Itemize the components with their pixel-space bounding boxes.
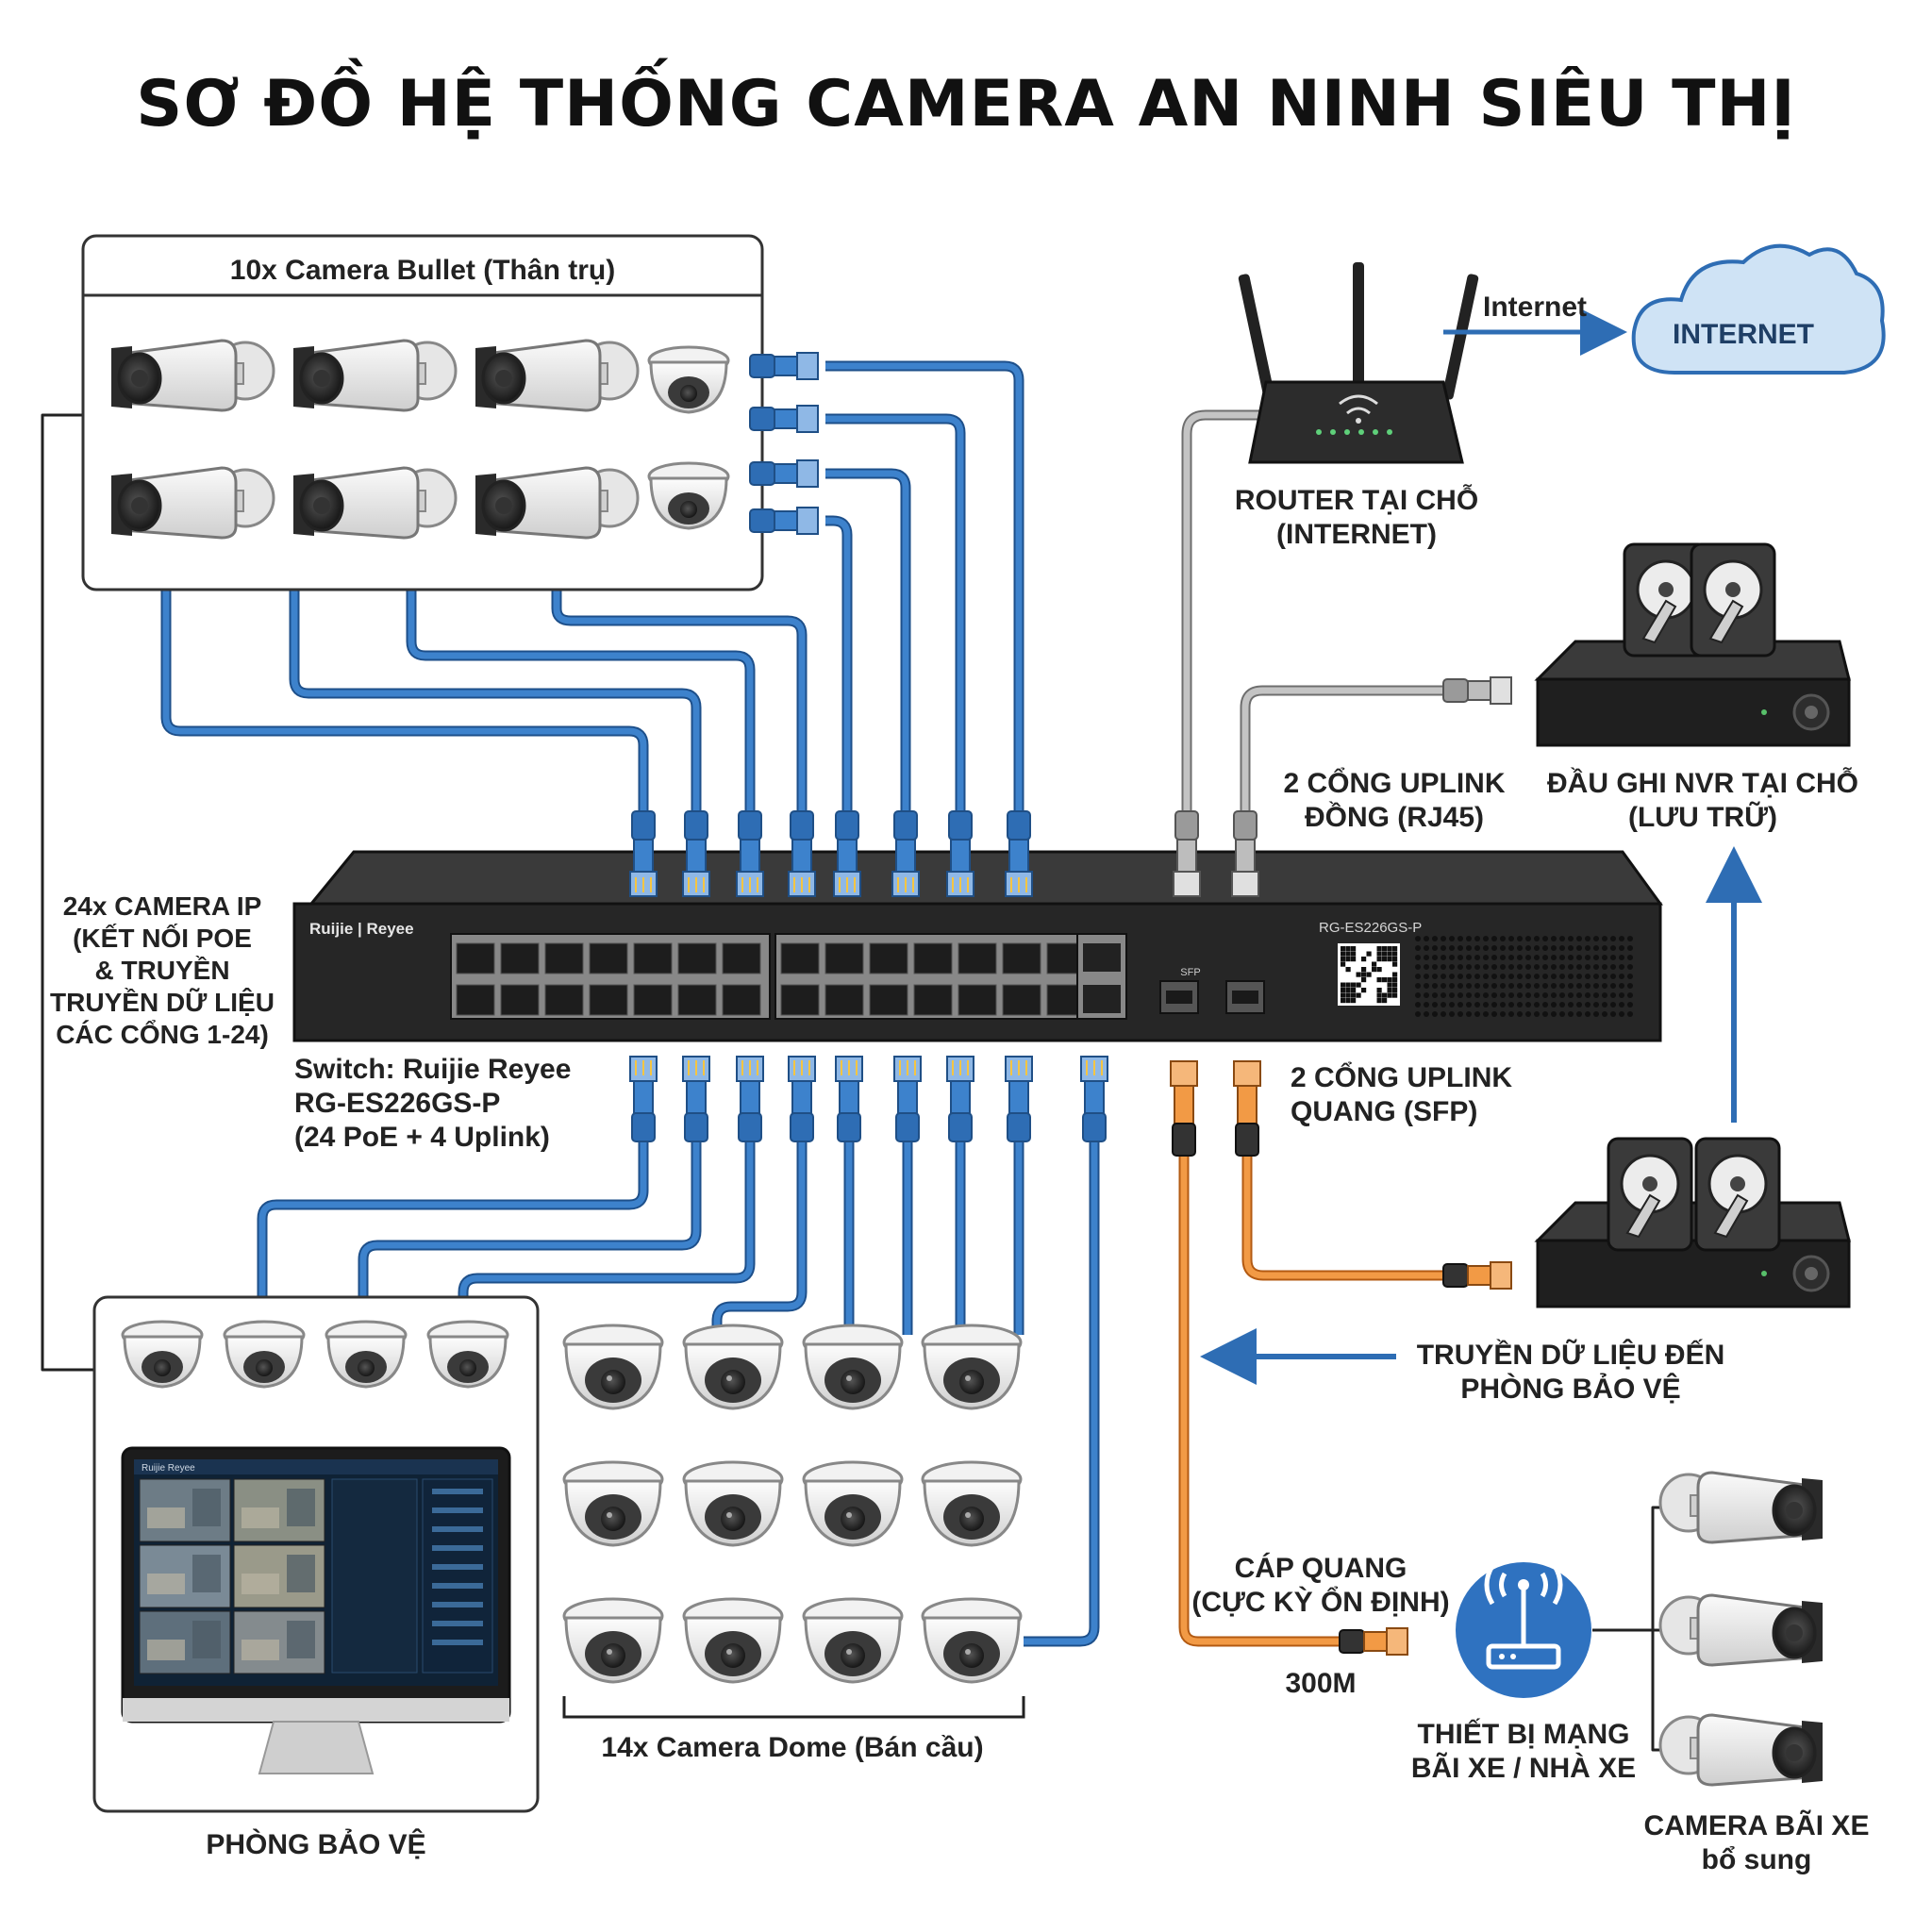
- rj45-connector-icon: [1170, 1060, 1261, 1157]
- dome-camera-icon: [562, 1324, 1023, 1684]
- router-label-line2: (INTERNET): [1276, 519, 1437, 550]
- copper-uplink-label-line1: 2 CỔNG UPLINK: [1283, 767, 1505, 799]
- to-security-label-line2: PHÒNG BẢO VỆ: [1460, 1373, 1680, 1405]
- parking-cameras-label-line2: bổ sung: [1702, 1844, 1812, 1875]
- router-label-line1: ROUTER TẠI CHỖ: [1235, 484, 1478, 516]
- rj45-connector-icon: [630, 1057, 1108, 1141]
- bullet-group-label: 10x Camera Bullet (Thân trụ): [230, 255, 615, 286]
- vent-grille: [1415, 936, 1633, 1017]
- internet-link-label: Internet: [1483, 291, 1587, 323]
- fiber-uplink-label-line2: QUANG (SFP): [1291, 1096, 1477, 1127]
- left-note-line: (KẾT NỐI POE: [73, 923, 252, 953]
- parking-cameras-label-line1: CAMERA BÃI XE: [1644, 1809, 1870, 1841]
- sfp-ports: SFP: [1159, 967, 1265, 1014]
- switch-model: RG-ES226GS-P: [1319, 920, 1422, 936]
- dome-group-bracket: [562, 1696, 1025, 1719]
- nvr-label-line2: (LƯU TRỮ): [1628, 801, 1777, 833]
- router-icon: [1238, 262, 1479, 464]
- switch-caption-line2: RG-ES226GS-P: [294, 1088, 500, 1119]
- switch-brand: Ruijie | Reyee: [309, 920, 414, 938]
- sfp-label: SFP: [1180, 967, 1200, 978]
- rj45-connector-icon: [1339, 1627, 1408, 1656]
- monitor-icon: Ruijie Reyee: [121, 1446, 511, 1774]
- rj45-connector-icon: [1173, 810, 1259, 897]
- fiber-cable-label-line2: (CỰC KỲ ỔN ĐỊNH): [1191, 1586, 1449, 1618]
- parking-device-label-line1: THIẾT BỊ MẠNG: [1418, 1718, 1630, 1750]
- security-room-label: PHÒNG BẢO VỆ: [206, 1828, 425, 1860]
- fiber-distance-label: 300M: [1285, 1668, 1356, 1699]
- nvr-icon: [1536, 542, 1851, 747]
- network-switch: Ruijie | Reyee RG-ES226GS-P SFP: [292, 850, 1663, 1042]
- bullet-camera-box: [81, 234, 764, 591]
- qr-code: [1338, 943, 1400, 1006]
- left-note-line: CÁC CỔNG 1-24): [56, 1020, 269, 1049]
- nvr-icon: [1536, 1137, 1851, 1308]
- cloud-icon: INTERNET: [1631, 243, 1886, 375]
- switch-caption-line1: Switch: Ruijie Reyee: [294, 1054, 571, 1085]
- cloud-label: INTERNET: [1673, 319, 1814, 350]
- dome-group-label: 14x Camera Dome (Bán cầu): [601, 1732, 983, 1763]
- bullet-camera-icon: [1660, 1473, 1823, 1785]
- monitor-brand: Ruijie Reyee: [142, 1463, 195, 1474]
- left-note-line: & TRUYỀN: [94, 956, 229, 985]
- rj45-connector-icon: [1442, 676, 1512, 705]
- fiber-cable-label-line1: CÁP QUANG: [1235, 1552, 1407, 1584]
- left-note: 24x CAMERA IP(KẾT NỐI POE & TRUYỀN TRUYỀN …: [50, 891, 275, 1049]
- bullet-camera-group: 10x Camera Bullet (Thân trụ): [81, 234, 819, 591]
- parking-device-label-line2: BÃI XE / NHÀ XE: [1411, 1752, 1636, 1784]
- left-note-line: TRUYỀN DỮ LIỆU: [50, 988, 275, 1017]
- cable-layer: [41, 360, 1698, 1752]
- security-room: Ruijie Reyee: [92, 1295, 540, 1813]
- switch-caption-line3: (24 PoE + 4 Uplink): [294, 1122, 550, 1153]
- page-title: SƠ ĐỒ HỆ THỐNG CAMERA AN NINH SIÊU THỊ: [136, 67, 1796, 142]
- nvr-label-line1: ĐẦU GHI NVR TẠI CHỖ: [1547, 767, 1858, 799]
- fiber-uplink-label-line1: 2 CỔNG UPLINK: [1291, 1061, 1512, 1093]
- copper-uplink-label-line2: ĐỒNG (RJ45): [1305, 801, 1484, 833]
- to-security-label-line1: TRUYỀN DỮ LIỆU ĐẾN: [1417, 1339, 1725, 1371]
- wifi-router-icon: [1456, 1562, 1591, 1698]
- rj45-connector-icon: [1442, 1261, 1512, 1290]
- left-note-line: 24x CAMERA IP: [63, 891, 262, 921]
